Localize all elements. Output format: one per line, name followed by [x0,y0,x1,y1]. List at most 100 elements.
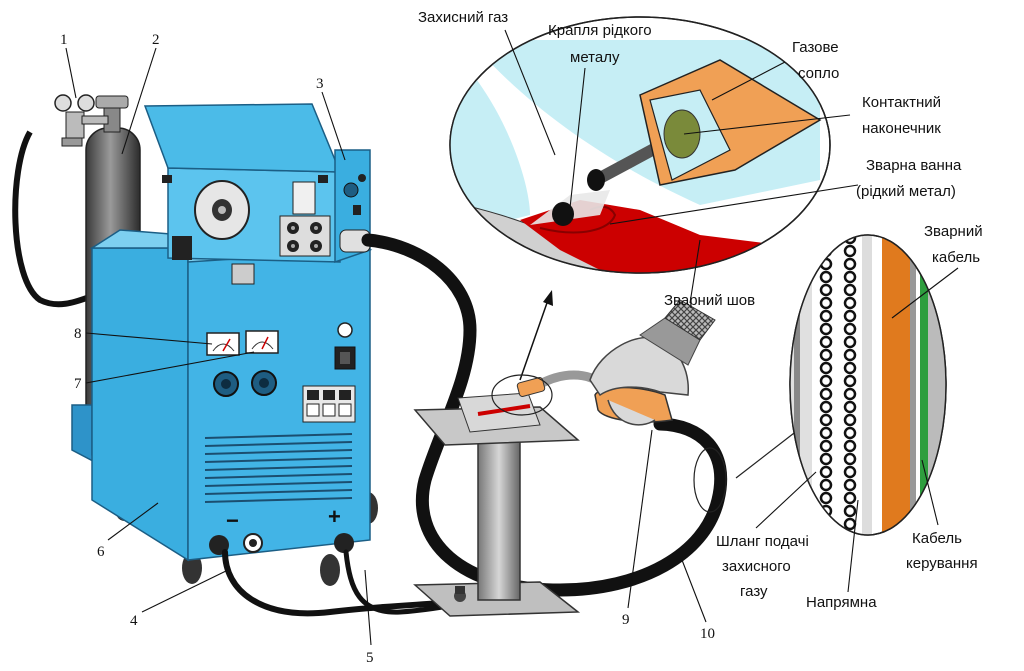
adjustment-knobs [213,370,277,397]
coil-ring [819,322,833,336]
coil-ring [819,478,833,492]
number-9: 9 [622,612,630,628]
coil-ring [843,374,857,388]
coil-ring [843,426,857,440]
power-indicator-lamp [337,322,353,338]
label-guide: Напрямна [806,594,877,611]
positive-terminal [334,533,354,553]
coil-ring [843,257,857,271]
number-6: 6 [97,544,105,560]
number-7: 7 [74,376,82,392]
feed-rollers [279,181,331,257]
coil-ring [843,387,857,401]
ventilation-louvers [204,433,353,503]
coil-ring [819,335,833,349]
label-pool-2: (рідкий метал) [856,183,956,200]
gas-regulator [54,94,109,147]
gas-supply-hose [12,130,96,308]
label-cable-1: Зварний [924,223,983,240]
label-nozzle-1: Газове [792,39,839,56]
torch-cable-hose [361,233,728,597]
label-droplet-1: Крапля рідкого [548,22,652,39]
coil-ring [843,400,857,414]
cable-zoom-inset [693,234,947,536]
minus-sign: − [226,508,239,533]
coil-ring [819,439,833,453]
coil-ring [819,309,833,323]
coil-ring [843,283,857,297]
label-weld-seam: Зварний шов [664,292,755,309]
label-cable-2: кабель [932,249,980,266]
molten-droplet-upper [587,169,605,191]
label-droplet-2: металу [570,49,620,66]
coil-ring [819,413,833,427]
label-tip-2: наконечник [862,120,941,137]
mode-buttons [302,385,356,423]
coil-ring [819,296,833,310]
molten-droplet-lower [552,202,574,226]
coil-ring [843,413,857,427]
coil-ring [843,335,857,349]
coil-ring [843,491,857,505]
voltmeter-gauge [245,330,279,354]
coil-ring [843,322,857,336]
number-8: 8 [74,326,82,342]
welding-torch [516,299,716,426]
label-hose-1: Шланг подачі [716,533,809,550]
coil-ring [819,400,833,414]
coil-ring [819,348,833,362]
contact-tip [663,109,701,159]
work-table [413,392,581,617]
coil-ring [843,517,857,531]
coil-ring [819,517,833,531]
coil-ring [843,361,857,375]
coil-ring [843,296,857,310]
control-wire [920,235,928,535]
coil-ring [843,270,857,284]
welder-glove [589,336,689,397]
coil-ring [819,283,833,297]
label-control-1: Кабель [912,530,962,547]
leader-lines [65,29,959,646]
coil-ring [843,504,857,518]
coil-ring [819,270,833,284]
coil-ring [843,465,857,479]
label-control-2: керування [906,555,978,572]
zoom-arrow [491,290,553,416]
number-4: 4 [130,613,138,629]
coil-ring [819,465,833,479]
coil-ring [843,309,857,323]
number-1: 1 [60,32,68,48]
coil-ring [843,348,857,362]
weld-zoom-inset [449,16,831,274]
feeder-connector [172,236,192,260]
label-shielding-gas: Захисний газ [418,9,508,26]
wire-spool [194,180,250,240]
wire-feeder-unit [143,103,371,285]
coil-ring [819,452,833,466]
label-hose-3: газу [740,583,768,600]
coil-ring [843,439,857,453]
number-2: 2 [152,32,160,48]
welding-cable-core [882,235,910,535]
label-nozzle-2: сопло [798,65,839,82]
ground-cable [222,549,458,617]
feeder-lid [143,103,342,173]
coil-ring [843,478,857,492]
coil-ring [819,530,833,535]
coil-ring [819,491,833,505]
number-3: 3 [316,76,324,92]
coil-ring [819,374,833,388]
coil-ring [819,361,833,375]
coil-ring [843,244,857,258]
welding-machine: − + [71,103,378,586]
machine-side-panel [91,247,189,562]
label-tip-1: Контактний [862,94,941,111]
component-numbers: 1 2 3 4 5 6 7 8 9 10 [60,32,715,666]
label-hose-2: захисного [722,558,791,575]
plus-sign: + [328,504,341,529]
coil-ring [843,452,857,466]
callout-labels: Захисний газ Крапля рідкого металу Газов… [418,9,983,611]
coil-ring [819,235,833,245]
